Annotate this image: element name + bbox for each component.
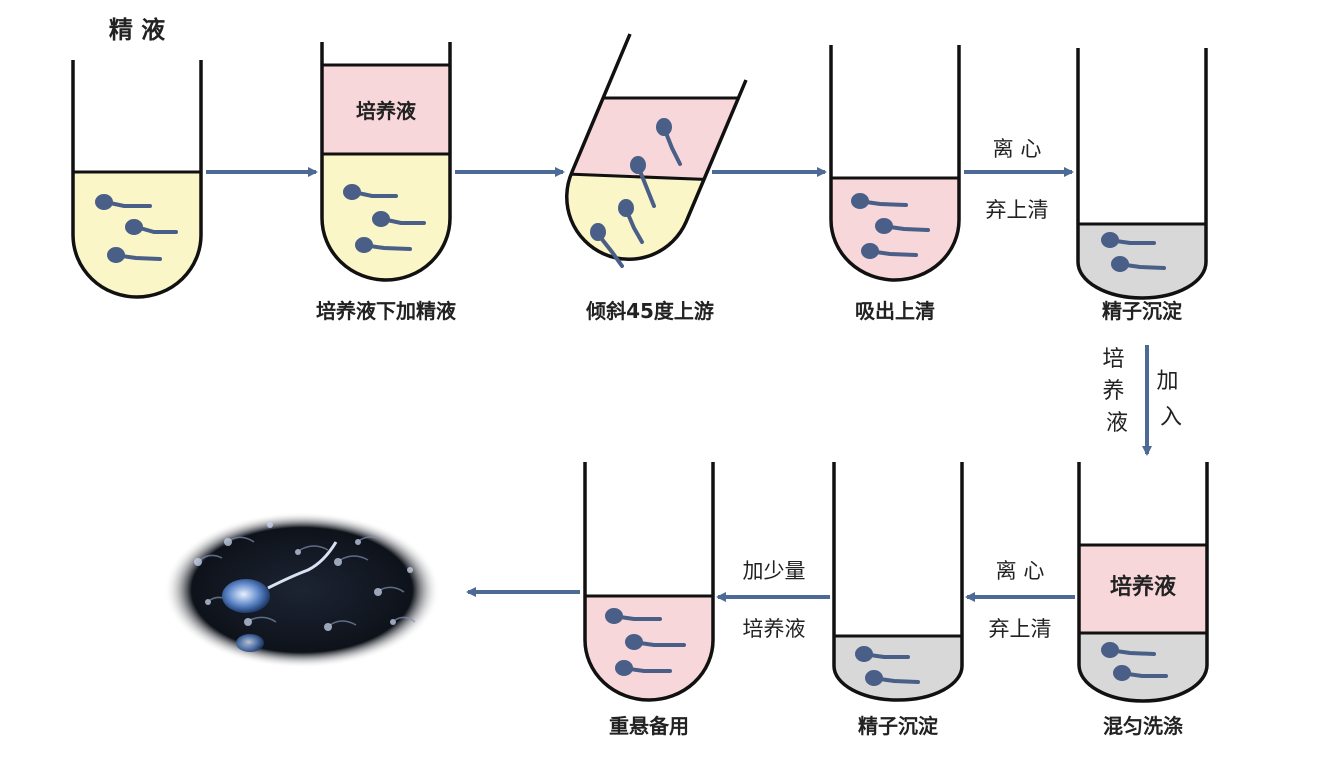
sperm-icon	[1101, 642, 1168, 681]
medium-band-label: 培养液	[356, 99, 417, 123]
tube-caption: 倾斜45度上游	[585, 299, 714, 323]
arrow-right-label: 加 入	[1156, 369, 1185, 430]
tube-semen: 精 液	[71, 16, 203, 299]
vertical-char: 养	[1102, 379, 1124, 404]
tube-top-label: 精 液	[109, 16, 165, 44]
vertical-char: 培	[1102, 347, 1124, 372]
tube-layering: 培养液 培养液下加精液	[316, 42, 457, 323]
arrow-top-label: 加少量	[743, 559, 806, 583]
add-little-medium-arrow: 加少量 培养液	[716, 559, 830, 641]
tube-caption: 精子沉淀	[858, 714, 939, 738]
sperm-icon	[1101, 232, 1166, 272]
tube-wash: 培养液 混匀洗涤	[1077, 462, 1209, 738]
tube-caption: 吸出上清	[855, 299, 935, 323]
tube-caption: 精子沉淀	[1102, 299, 1183, 323]
vertical-char: 入	[1160, 405, 1182, 430]
sperm-icon	[855, 646, 920, 686]
centrifuge-arrow-2: 离 心 弃上清	[965, 559, 1075, 641]
tube-pellet-1: 精子沉淀	[1076, 48, 1208, 323]
sperm-icon	[95, 194, 178, 263]
tube-caption: 混匀洗涤	[1103, 714, 1183, 738]
tube-caption: 培养液下加精液	[316, 299, 457, 323]
arrow-top-label: 离 心	[993, 137, 1042, 161]
tube-pellet-2: 精子沉淀	[832, 462, 964, 738]
sperm-icon	[590, 118, 682, 268]
vertical-char: 加	[1156, 369, 1178, 394]
vertical-char: 液	[1106, 411, 1128, 436]
sperm-icon	[851, 193, 930, 259]
arrow-top-label: 离 心	[996, 559, 1045, 583]
tube-tilted-swimup: 倾斜45度上游	[565, 33, 748, 323]
arrow-left-label: 培 养 液	[1102, 347, 1131, 436]
arrow-bottom-label: 弃上清	[986, 198, 1049, 222]
tube-resuspend: 重悬备用	[583, 462, 715, 738]
arrow-bottom-label: 弃上清	[989, 617, 1052, 641]
add-medium-arrow: 培 养 液 加 入	[1102, 345, 1185, 456]
tube-supernatant: 吸出上清	[829, 45, 961, 323]
medium-band-label: 培养液	[1110, 574, 1176, 600]
tube-caption: 重悬备用	[609, 714, 689, 738]
sperm-icon	[605, 608, 686, 676]
sperm-micrograph-icon	[164, 512, 440, 668]
arrow-bottom-label: 培养液	[743, 617, 806, 641]
sperm-icon	[343, 184, 426, 253]
centrifuge-arrow-1: 离 心 弃上清	[964, 137, 1074, 222]
